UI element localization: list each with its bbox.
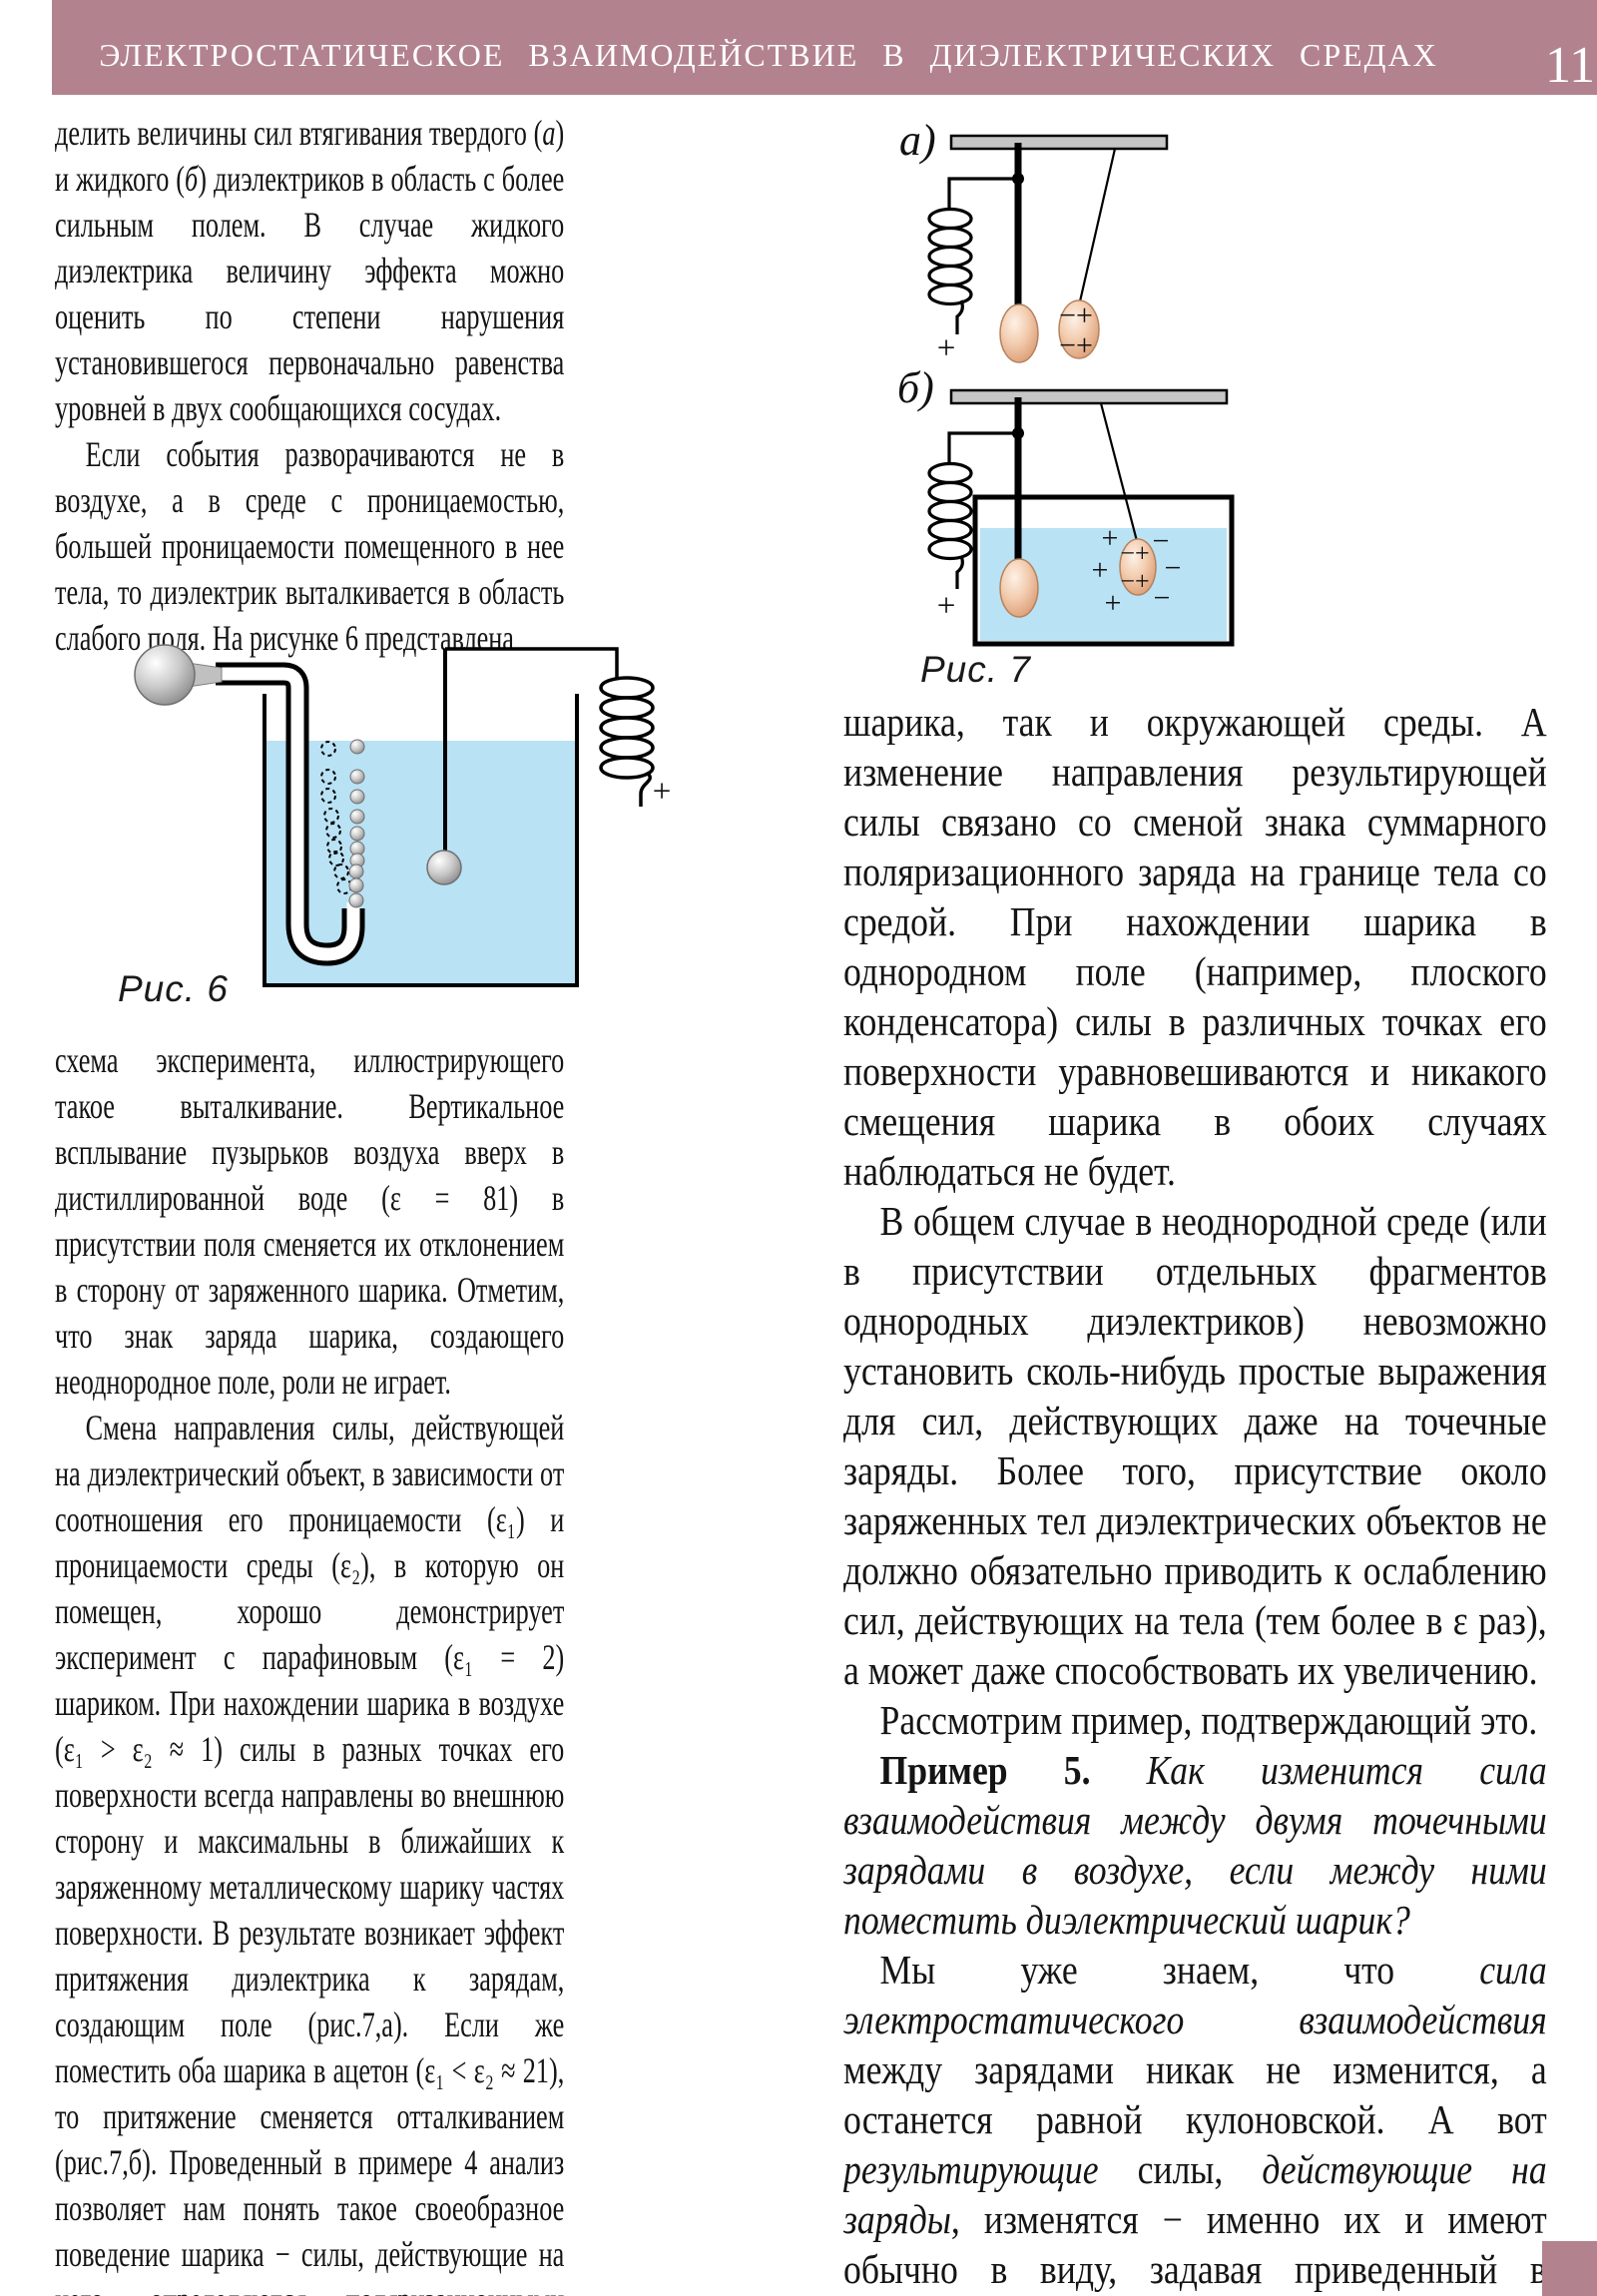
text-run-italic: результирующие	[843, 2146, 1099, 2192]
figure-7a-label: а)	[899, 116, 936, 165]
example-label: Пример 5.	[879, 1747, 1091, 1793]
wire-a	[947, 177, 1018, 209]
dielectric-ball-a	[1058, 299, 1100, 359]
coil-icon-b	[927, 461, 973, 561]
svg-text:−: −	[1165, 552, 1182, 585]
air-bubbles-deflected	[320, 741, 352, 894]
text-run-italic: б	[185, 159, 199, 199]
figure-6-bubbles-experiment: +	[134, 644, 672, 987]
left-column-top: делить величины сил втягивания твердого …	[55, 110, 564, 665]
paragraph: Смена направления силы, действующей на д…	[55, 1408, 565, 2296]
text-run: , изменятся − именно их и имеют обычно в…	[843, 2196, 1547, 2292]
dielectric-ball-b	[1119, 538, 1157, 596]
text-run: ) и жидкого (	[55, 113, 565, 199]
svg-text:+: +	[1102, 522, 1119, 555]
paragraph: В общем случае в неоднородной среде (или…	[843, 1198, 1547, 1693]
page-corner-decoration	[1542, 2241, 1597, 2296]
polarization-charges: −+	[1120, 567, 1149, 596]
wire-tail-b	[955, 555, 964, 589]
svg-text:−: −	[1153, 525, 1170, 558]
u-tube	[216, 662, 365, 966]
paragraph: делить величины сил втягивания твердого …	[55, 110, 564, 431]
text-run: Мы уже знаем, что	[879, 1947, 1480, 1993]
page-number: 11	[1545, 37, 1596, 94]
polarization-charges: −+	[1059, 329, 1093, 362]
medium-charges-positive: + + +	[1092, 522, 1122, 620]
svg-text:−: −	[1154, 582, 1171, 615]
wire	[445, 647, 619, 679]
text-run: силы,	[1098, 2146, 1263, 2192]
text-run-italic: сила электростатического взаимодействия	[843, 1947, 1547, 2042]
charged-metal-ball-a	[999, 303, 1039, 363]
wire-b	[947, 431, 1018, 463]
figure-7-caption: Рис. 7	[920, 649, 1031, 690]
air-bubbles-straight	[348, 739, 365, 908]
text-run-italic: а	[542, 113, 556, 153]
polarization-charges: −+	[1059, 299, 1093, 332]
thread-a	[1078, 148, 1117, 302]
ceiling-bar-a	[949, 134, 1169, 151]
example-question: Как изменится сила взаимодействия между …	[843, 1747, 1547, 1943]
thread-b	[1099, 402, 1139, 542]
plus-terminal-label-a: +	[937, 330, 956, 366]
plus-terminal-label: +	[653, 774, 672, 810]
paragraph: Рассмотрим пример, подтверждающий это.	[879, 1697, 1538, 1743]
figure-7-pendulum-diagram: а) + −+ −+ б) +	[897, 116, 1235, 647]
paragraph: шарика, так и окружающей среды. А измене…	[843, 699, 1547, 1194]
figure-6-caption: Рис. 6	[118, 968, 229, 1009]
svg-text:+: +	[1105, 587, 1122, 620]
charged-ball	[426, 850, 462, 885]
polarization-charges: −+	[1120, 539, 1149, 568]
left-column-bottom: схема эксперимента, иллюстрирующего тако…	[55, 1037, 564, 2296]
coil-icon	[599, 676, 655, 780]
junction-dot-b	[1012, 427, 1024, 439]
right-column: шарика, так и окружающей среды. А измене…	[843, 697, 1547, 2296]
ceiling-bar-b	[949, 388, 1229, 405]
figure-7b-label: б)	[897, 363, 934, 412]
paragraph: Мы уже знаем, что сила электростатическо…	[843, 1945, 1547, 2296]
svg-text:+: +	[1092, 554, 1109, 587]
beaker	[263, 694, 579, 987]
plus-terminal-label-b: +	[937, 588, 956, 624]
charged-metal-ball-b	[999, 558, 1039, 618]
coil-icon-a	[927, 207, 973, 306]
text-run-italic: действующие на заряды	[843, 2146, 1547, 2242]
rubber-bulb	[134, 644, 196, 706]
text-run: между зарядами никак не изменится, а ост…	[843, 2046, 1547, 2142]
chapter-title: ЭЛЕКТРОСТАТИЧЕСКОЕ ВЗАИМОДЕЙСТВИЕ В ДИЭЛ…	[99, 37, 1438, 73]
wire-tail	[639, 771, 652, 807]
paragraph-example-5: Пример 5. Как изменится сила взаимодейст…	[843, 1745, 1547, 1945]
chapter-header-bar: ЭЛЕКТРОСТАТИЧЕСКОЕ ВЗАИМОДЕЙСТВИЕ В ДИЭЛ…	[52, 0, 1597, 95]
text-run: делить величины сил втягивания твердого …	[55, 113, 543, 153]
paragraph: схема эксперимента, иллюстрирующего тако…	[55, 1040, 565, 1402]
text-run: ) диэлектриков в область с более сильным…	[55, 159, 565, 428]
wire-tail-a	[955, 299, 964, 334]
junction-dot-a	[1012, 173, 1024, 185]
medium-charges-negative: − − −	[1153, 525, 1182, 615]
paragraph: Если события разворачиваются не в воздух…	[55, 434, 565, 658]
